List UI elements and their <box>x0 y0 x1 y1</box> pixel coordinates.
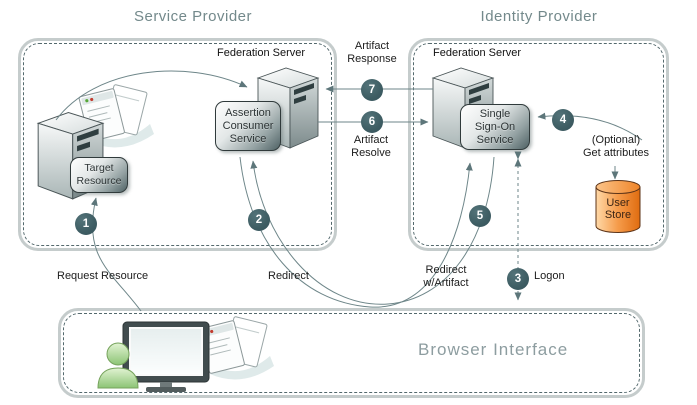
identity-provider-title: Identity Provider <box>480 8 598 25</box>
idp-federation-server-label: Federation Server <box>433 47 522 59</box>
artifact-response-line1: Artifact <box>354 40 390 52</box>
target-resource-badge: Target Resource <box>70 157 128 193</box>
artifact-resolve-line1: Artifact <box>353 134 389 146</box>
get-attributes-line <box>537 112 643 141</box>
step-3-badge: 3 <box>507 268 529 290</box>
user-person-icon <box>97 342 139 389</box>
redirect-label: Redirect <box>268 270 309 282</box>
acs-line2: Consumer <box>222 119 274 132</box>
sso-line1: Single <box>479 107 511 120</box>
redirect-w-artifact-line2: w/Artifact <box>423 277 469 289</box>
artifact-resolve-line2: Resolve <box>351 147 391 159</box>
computer-monitor-icon <box>122 321 210 392</box>
get-attributes-line1: (Optional) <box>591 134 641 146</box>
resource-to-federation-line <box>55 70 248 121</box>
acs-line1: Assertion <box>225 106 271 119</box>
step-2-badge: 2 <box>248 209 270 231</box>
logon-label: Logon <box>534 270 565 282</box>
sso-line2: Sign-On <box>474 120 516 133</box>
user-store-label: User Store <box>596 197 640 221</box>
step-6-badge: 6 <box>361 111 383 133</box>
step-1-badge: 1 <box>75 213 97 235</box>
target-resource-line1: Target <box>84 162 114 174</box>
user-store-line1: User <box>606 197 630 209</box>
request-resource-line <box>90 197 142 312</box>
step-5-badge: 5 <box>469 205 491 227</box>
browser-interface-title: Browser Interface <box>418 340 569 359</box>
service-provider-title: Service Provider <box>133 8 253 25</box>
request-resource-label: Request Resource <box>57 270 149 282</box>
step-4-badge: 4 <box>552 109 574 131</box>
redirect-w-artifact-label: Redirect w/Artifact <box>412 264 480 290</box>
sp-federation-server-label: Federation Server <box>217 47 306 59</box>
browser-documents-icon <box>198 315 275 380</box>
get-attributes-line2: Get attributes <box>582 147 650 159</box>
redirect-w-artifact-line1: Redirect <box>425 264 467 276</box>
artifact-response-line2: Response <box>347 53 397 65</box>
artifact-response-label: Artifact Response <box>339 40 405 66</box>
user-store-line2: Store <box>604 209 632 221</box>
assertion-consumer-service-badge: Assertion Consumer Service <box>215 101 281 151</box>
artifact-resolve-label: Artifact Resolve <box>339 134 403 160</box>
single-sign-on-service-badge: Single Sign-On Service <box>460 104 530 150</box>
get-attributes-label: (Optional) Get attributes <box>573 134 659 160</box>
redirect-with-artifact-line <box>250 156 495 305</box>
target-resource-line2: Resource <box>76 175 122 187</box>
database-cylinder-icon <box>595 180 641 233</box>
sso-line3: Service <box>476 133 514 146</box>
acs-line3: Service <box>229 132 267 145</box>
step-7-badge: 7 <box>361 79 383 101</box>
